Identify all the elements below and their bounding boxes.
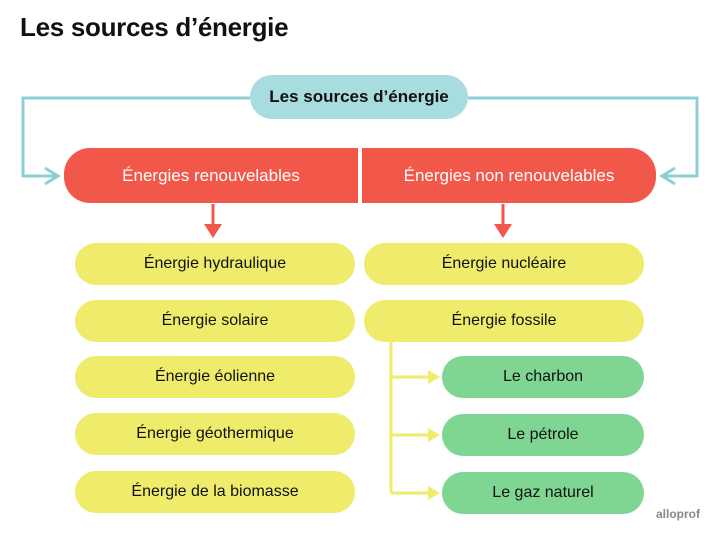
root-arrowhead-right — [659, 166, 676, 186]
source-wind: Énergie éolienne — [75, 356, 355, 398]
root-node: Les sources d’énergie — [250, 75, 468, 119]
source-label: Énergie fossile — [451, 312, 557, 329]
source-label: Énergie hydraulique — [143, 255, 287, 272]
root-node-label: Les sources d’énergie — [269, 87, 449, 106]
source-biomass: Énergie de la biomasse — [75, 471, 355, 513]
alloprof-logo: alloprof — [656, 507, 700, 521]
fossil-subtype-label: Le gaz naturel — [492, 484, 594, 501]
arrowhead-renewable — [204, 224, 222, 238]
fossil-subtype-label: Le pétrole — [507, 426, 579, 443]
source-label: Énergie solaire — [161, 312, 269, 329]
category-renewable-label: Énergies renouvelables — [122, 165, 300, 185]
fossil-oil: Le pétrole — [442, 414, 644, 456]
root-connector-right — [468, 96, 699, 178]
fossil-natural-gas: Le gaz naturel — [442, 472, 644, 514]
category-nonrenewable: Énergies non renouvelables — [362, 148, 656, 203]
source-geothermal: Énergie géothermique — [75, 413, 355, 455]
fossil-arrowhead-gaz — [428, 486, 440, 500]
source-label: Énergie géothermique — [136, 425, 294, 442]
fossil-arrowhead-charbon — [428, 370, 440, 384]
category-renewable: Énergies renouvelables — [64, 148, 358, 203]
category-nonrenewable-label: Énergies non renouvelables — [403, 165, 615, 185]
source-label: Énergie nucléaire — [441, 255, 567, 272]
fossil-arrowhead-petrole — [428, 428, 440, 442]
page-title: Les sources d’énergie — [20, 12, 289, 42]
arrowhead-nonrenewable — [494, 224, 512, 238]
source-nuclear: Énergie nucléaire — [364, 243, 644, 285]
source-hydraulic: Énergie hydraulique — [75, 243, 355, 285]
source-solar: Énergie solaire — [75, 300, 355, 342]
source-label: Énergie éolienne — [154, 368, 276, 385]
root-arrowhead-left — [44, 166, 61, 186]
root-connector-left — [21, 96, 250, 178]
source-fossil: Énergie fossile — [364, 300, 644, 342]
fossil-coal: Le charbon — [442, 356, 644, 398]
fossil-subtype-label: Le charbon — [502, 368, 584, 385]
source-label: Énergie de la biomasse — [131, 483, 299, 500]
